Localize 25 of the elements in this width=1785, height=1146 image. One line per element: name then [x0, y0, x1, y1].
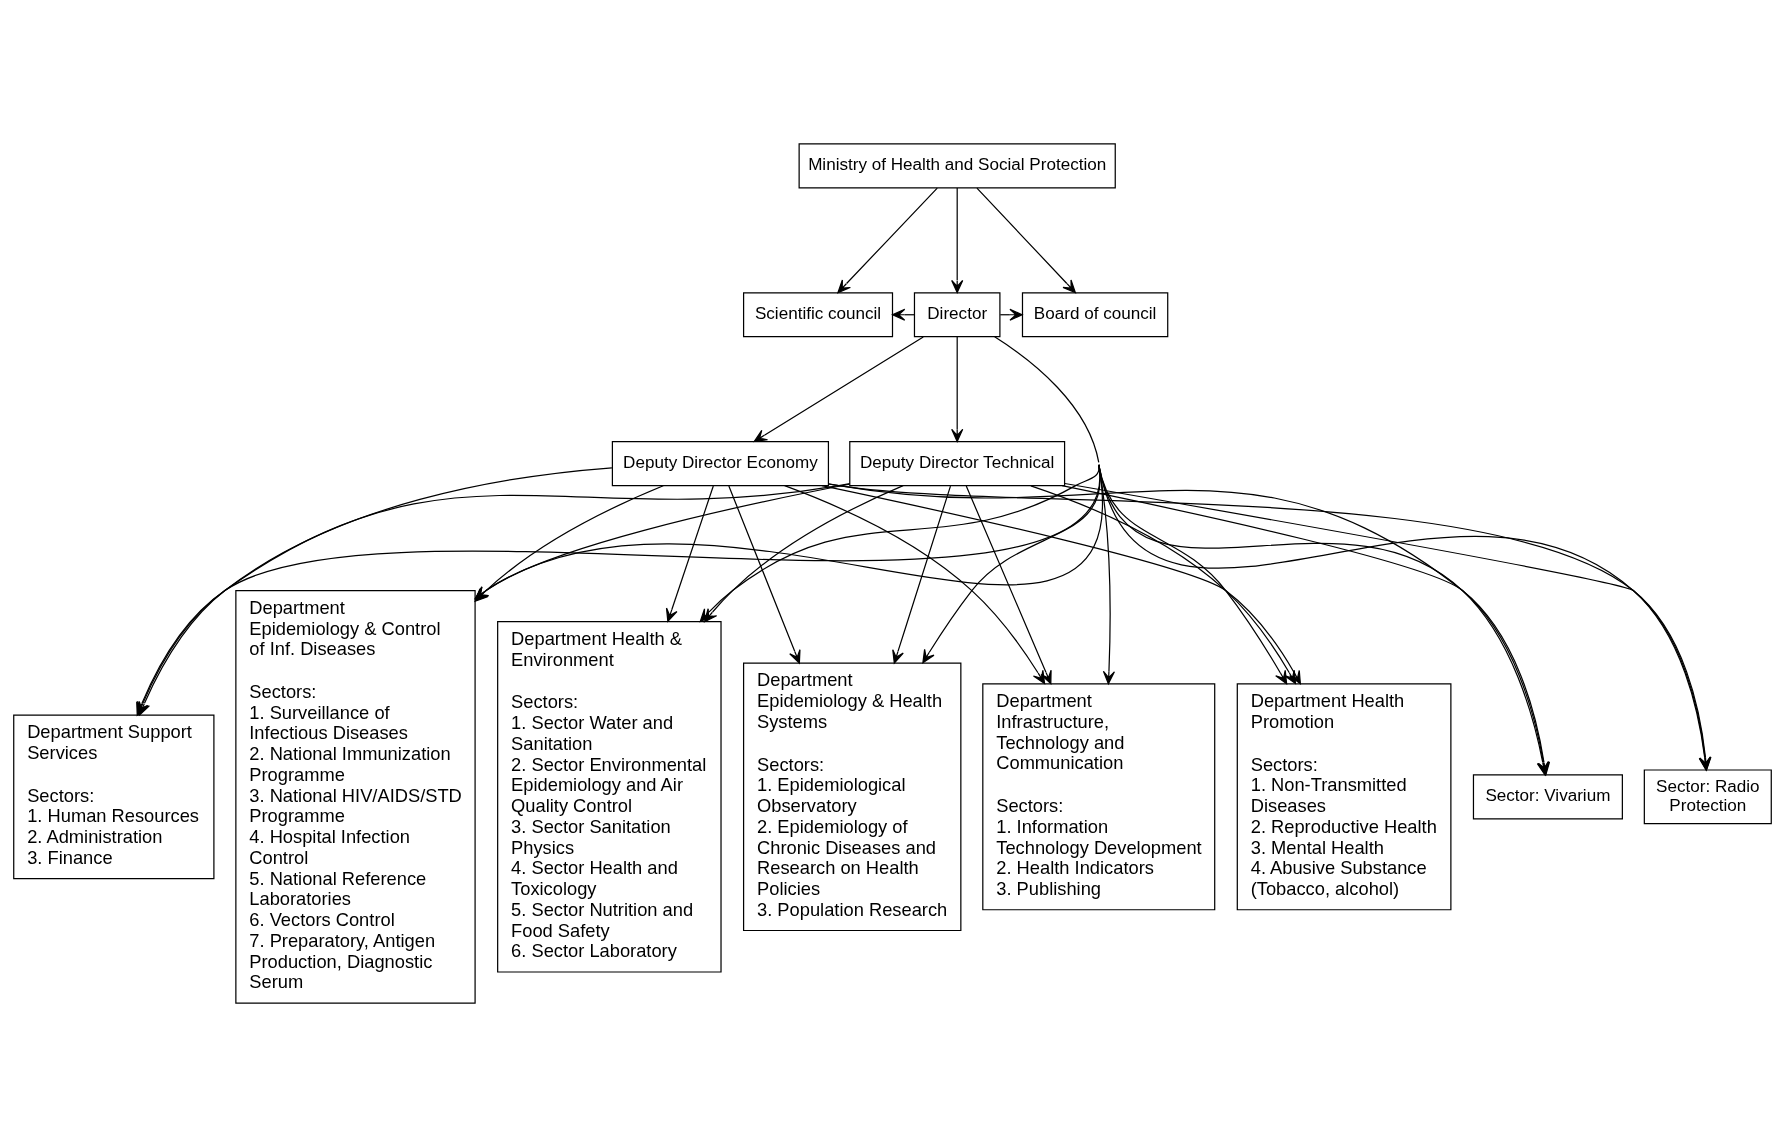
- node-box: Department Infrastructure, Technology and Communication Sectors: 1. Information Technology Development 2. Health Indicators 3. Publishing: [982, 682, 1216, 910]
- node-box: Department Epidemiology & Control of Inf. Diseases Sectors: 1. Surveillance of Infectious Diseases 2. National Immunization Programme 3. National HIV/AIDS/STD Programme 4. Hospital Infection Control 5. National Reference Laboratories 6. Vectors Control 7. Preparatory, Antigen Production, Diagnostic Serum: [235, 589, 476, 1004]
- arrow: [784, 484, 1046, 684]
- node-box: Department Support Services Sectors: 1. Human Resources 2. Administration 3. Finance: [13, 713, 215, 879]
- node-box: Ministry of Health and Social Protection: [798, 142, 1116, 188]
- arrow: [965, 484, 1052, 684]
- node-box: Sector: Radio Protection: [1643, 768, 1772, 824]
- arrow: [892, 484, 952, 664]
- node-box: Director: [913, 291, 1001, 337]
- node-box: Department Epidemiology & Health Systems Sectors: 1. Epidemiological Observatory 2. Epidemiology of Chronic Diseases and Research on Health Policies 3. Population Research: [743, 662, 962, 931]
- arrow: [704, 484, 904, 622]
- node-box: Department Health Promotion Sectors: 1. Non-Transmitted Diseases 2. Reproductive Health 3. Mental Health 4. Abusive Substance (Tobacco, alcohol): [1236, 682, 1452, 910]
- node-box: Department Health & Environment Sectors: 1. Sector Water and Sanitation 2. Sector Environmental Epidemiology and Air Quality Control 3. Sector Sanitation Physics 4. Sector Health and Toxicology 5. Sector Nutrition and Food Safety 6. Sector Laboratory: [497, 620, 722, 973]
- node-box: Deputy Director Technical: [849, 440, 1066, 486]
- arrow: [951, 186, 964, 293]
- node-box: Scientific council: [743, 291, 894, 337]
- arrow: [837, 186, 938, 293]
- arrow: [1030, 484, 1297, 684]
- node-box: Deputy Director Economy: [611, 440, 830, 486]
- node-box: Board of council: [1021, 291, 1169, 337]
- arrow: [976, 186, 1076, 293]
- arrow: [951, 335, 964, 442]
- arrow: [728, 484, 801, 664]
- arrow: [753, 335, 924, 442]
- node-box: Sector: Vivarium: [1472, 773, 1623, 819]
